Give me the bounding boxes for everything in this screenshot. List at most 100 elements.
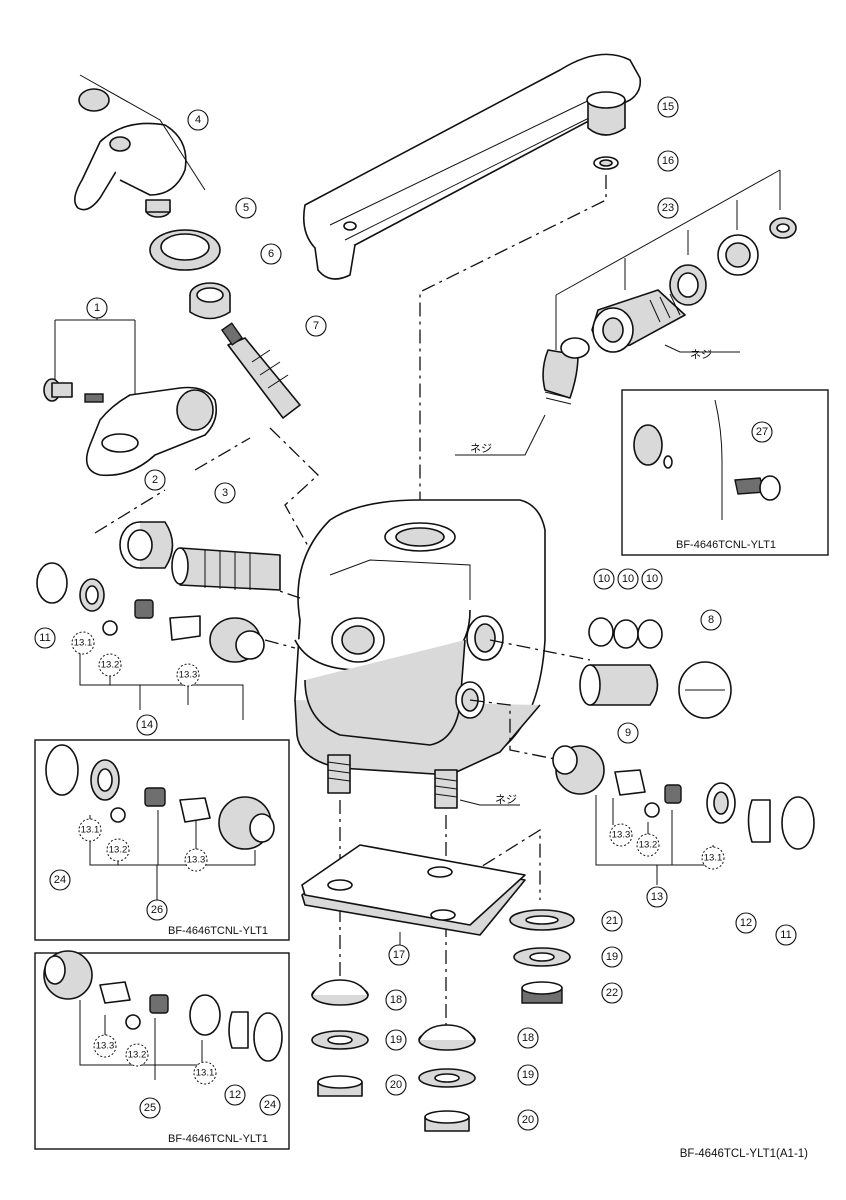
callout-circle xyxy=(214,482,236,504)
callout-circle xyxy=(49,869,71,891)
callout-15-29: 15 xyxy=(657,96,679,118)
callout-13-1-18: 13.1 xyxy=(78,818,102,842)
callout-circle xyxy=(701,846,725,870)
callout-label: 18 xyxy=(390,994,402,1006)
callout-label: 13.2 xyxy=(101,660,120,671)
callout-circle xyxy=(517,1027,539,1049)
callout-13-15: 13 xyxy=(646,886,668,908)
callout-20-38: 20 xyxy=(517,1109,539,1131)
callout-circle xyxy=(260,243,282,265)
callout-circle xyxy=(601,946,623,968)
callout-14-28: 14 xyxy=(136,714,158,736)
callout-label: 16 xyxy=(662,155,674,167)
right-cartridge-group xyxy=(552,745,815,885)
callout-circle xyxy=(125,1043,149,1067)
callout-label: 11 xyxy=(780,929,791,941)
callout-circle xyxy=(646,886,668,908)
callout-circle xyxy=(144,469,166,491)
callout-label: 10 xyxy=(622,573,634,585)
callout-22-40: 22 xyxy=(601,982,623,1004)
callout-20-37: 20 xyxy=(385,1074,407,1096)
callout-circle xyxy=(601,982,623,1004)
callout-circle xyxy=(176,663,200,687)
right-guide-b xyxy=(469,699,561,761)
callout-26-45: 26 xyxy=(146,899,168,921)
callout-7-6: 7 xyxy=(305,315,327,337)
callout-19-34: 19 xyxy=(385,1029,407,1051)
callout-23-41: 23 xyxy=(657,197,679,219)
callout-21-39: 21 xyxy=(601,910,623,932)
callout-label: 13.2 xyxy=(128,1050,147,1061)
callout-label: 24 xyxy=(54,874,66,886)
callout-circle xyxy=(187,109,209,131)
callout-label: 18 xyxy=(522,1032,534,1044)
callout-label: 10 xyxy=(598,573,610,585)
washer-guide xyxy=(459,828,541,900)
callout-circle xyxy=(517,1064,539,1086)
callout-circle xyxy=(385,989,407,1011)
callout-13-2-23: 13.2 xyxy=(125,1043,149,1067)
callout-circle xyxy=(617,722,639,744)
callout-label: 5 xyxy=(243,202,249,214)
callout-10-10: 10 xyxy=(617,568,639,590)
callout-circle xyxy=(146,899,168,921)
right-side-parts xyxy=(579,617,732,719)
callout-circle xyxy=(184,848,208,872)
callout-18-32: 18 xyxy=(385,989,407,1011)
thread-label-elbow: ネジ xyxy=(470,442,492,455)
callout-label: 4 xyxy=(195,114,201,126)
rings-5-6-7 xyxy=(149,229,301,419)
callout-circle xyxy=(751,421,773,443)
callout-12-47: 12 xyxy=(224,1084,246,1106)
callout-19-35: 19 xyxy=(517,1064,539,1086)
callout-label: 13.3 xyxy=(612,830,631,841)
callout-label: 21 xyxy=(606,915,618,927)
callout-circle xyxy=(139,1097,161,1119)
left-cartridge-group xyxy=(36,521,281,720)
callout-18-33: 18 xyxy=(517,1027,539,1049)
callout-13-3-26: 13.3 xyxy=(184,848,208,872)
callout-label: 3 xyxy=(222,487,228,499)
callout-label: 13.1 xyxy=(81,825,100,836)
callout-label: 12 xyxy=(229,1089,241,1101)
callout-3-2: 3 xyxy=(214,482,236,504)
callout-25-44: 25 xyxy=(139,1097,161,1119)
callout-label: 20 xyxy=(390,1079,402,1091)
callout-label: 19 xyxy=(606,951,618,963)
callout-10-9: 10 xyxy=(593,568,615,590)
callout-circle xyxy=(657,150,679,172)
base-plate-group xyxy=(301,844,575,1132)
callout-circle xyxy=(93,1034,117,1058)
callout-label: 13.2 xyxy=(639,840,658,851)
callout-circle xyxy=(609,823,633,847)
inset-caption-26: BF-4646TCNL-YLT1 xyxy=(168,925,268,937)
callout-label: 14 xyxy=(141,719,153,731)
thread-label-body: ネジ xyxy=(495,793,517,806)
callout-5-4: 5 xyxy=(235,197,257,219)
callout-label: 17 xyxy=(393,949,405,961)
callout-19-36: 19 xyxy=(601,946,623,968)
callout-circle xyxy=(641,568,663,590)
callout-circle xyxy=(517,1109,539,1131)
drawing-code: BF-4646TCL-YLT1(A1-1) xyxy=(680,1148,808,1160)
callout-9-8: 9 xyxy=(617,722,639,744)
left-guide-b xyxy=(264,639,296,649)
inset-caption-25: BF-4646TCNL-YLT1 xyxy=(168,1133,268,1145)
callout-27-46: 27 xyxy=(751,421,773,443)
callout-circle xyxy=(636,833,660,857)
callout-13-1-16: 13.1 xyxy=(71,631,95,655)
callout-circle xyxy=(98,653,122,677)
callout-13-2-20: 13.2 xyxy=(98,653,122,677)
callout-label: 13.3 xyxy=(179,670,198,681)
inset-caption-27: BF-4646TCNL-YLT1 xyxy=(676,539,776,551)
callout-8-7: 8 xyxy=(700,609,722,631)
spout-guide-line xyxy=(419,175,607,510)
callout-circle xyxy=(106,838,130,862)
callout-label: 25 xyxy=(144,1102,156,1114)
callout-label: 20 xyxy=(522,1114,534,1126)
callout-13-2-22: 13.2 xyxy=(106,838,130,862)
callout-11-12: 11 xyxy=(34,627,56,649)
callout-circle xyxy=(601,910,623,932)
callout-10-11: 10 xyxy=(641,568,663,590)
callout-circle xyxy=(86,297,108,319)
